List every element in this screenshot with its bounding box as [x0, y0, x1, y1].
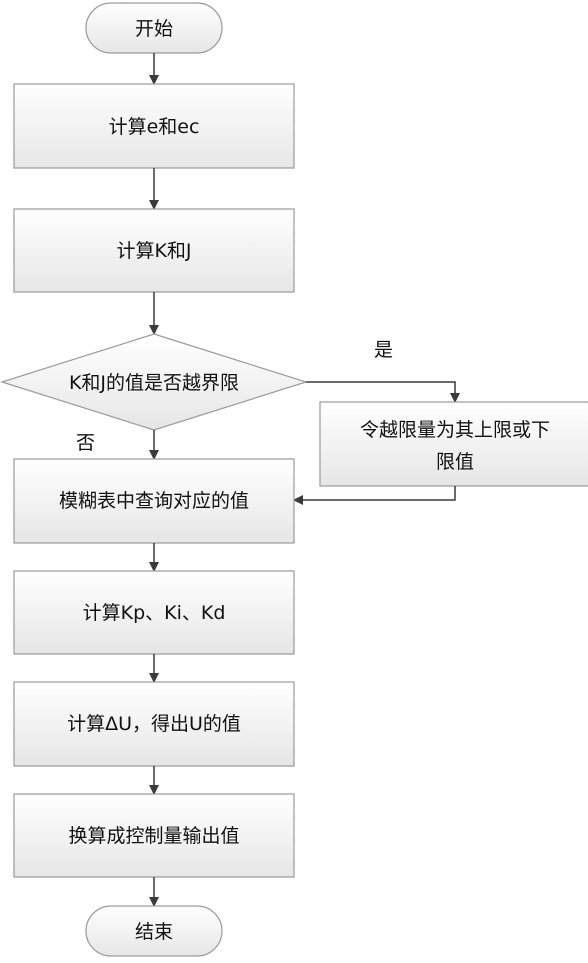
- process-compute-delta-u: 计算ΔU，得出U的值: [13, 681, 295, 767]
- process-compute-e-ec: 计算e和ec: [13, 83, 295, 169]
- start-label: 开始: [135, 18, 173, 40]
- arrow-yes-to-clamp: [306, 381, 460, 403]
- branch-yes-label: 是: [374, 339, 393, 361]
- process-convert-output: 换算成控制量输出值: [13, 793, 295, 878]
- end-label: 结束: [135, 921, 173, 943]
- process-fuzzy-lookup: 模糊表中查询对应的值: [13, 458, 295, 544]
- clamp-label-line1: 令越限量为其上限或下: [360, 419, 550, 441]
- fuzzy-lookup-label: 模糊表中查询对应的值: [59, 490, 249, 512]
- clamp-label-line2: 限值: [436, 451, 474, 473]
- compute-pid-label: 计算Kp、Ki、Kd: [83, 602, 226, 624]
- decision-out-of-bounds: K和J的值是否越界限: [0, 333, 308, 431]
- compute-delta-u-label: 计算ΔU，得出U的值: [67, 713, 241, 735]
- process-clamp-to-limit: 令越限量为其上限或下 限值: [319, 401, 588, 487]
- decision-label: K和J的值是否越界限: [69, 372, 239, 394]
- compute-k-j-label: 计算K和J: [116, 240, 191, 262]
- branch-no-label: 否: [76, 432, 95, 454]
- process-compute-pid: 计算Kp、Ki、Kd: [13, 570, 295, 655]
- compute-e-ec-label: 计算e和ec: [109, 116, 200, 138]
- end-terminal: 结束: [85, 905, 223, 957]
- start-terminal: 开始: [85, 2, 223, 54]
- process-compute-k-j: 计算K和J: [13, 208, 295, 293]
- convert-output-label: 换算成控制量输出值: [68, 825, 239, 847]
- arrow-clamp-to-fuzzy-lookup: [293, 486, 456, 505]
